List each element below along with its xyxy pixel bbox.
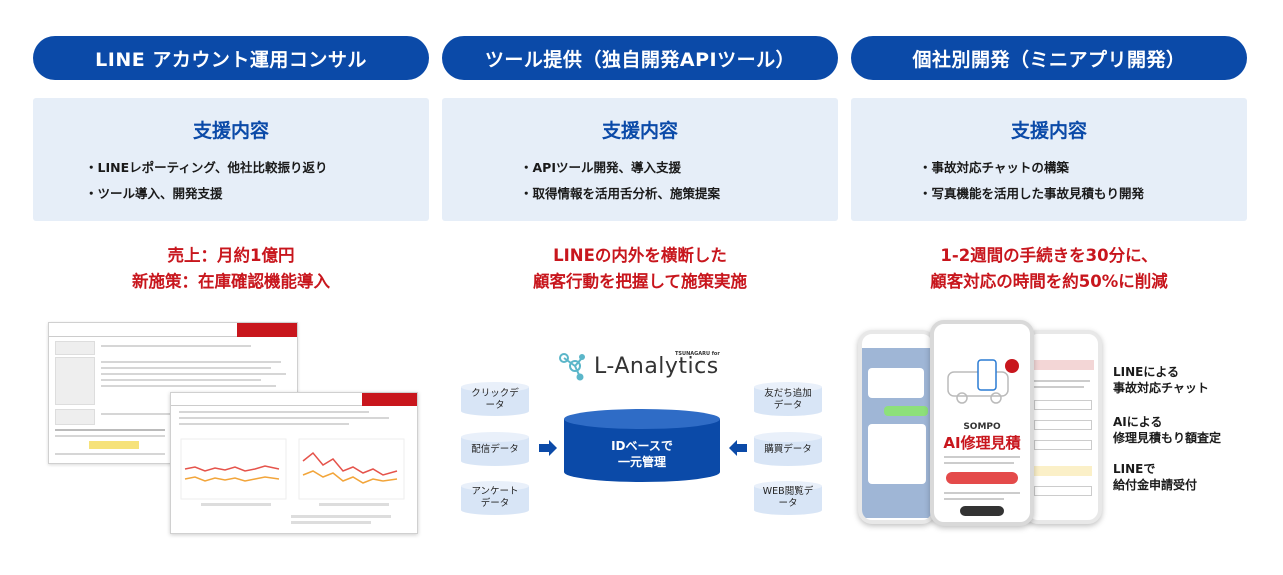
feature-item: LINEによる 事故対応チャット: [1113, 364, 1209, 396]
column-title: ツール提供（独自開発APIツール）: [442, 36, 838, 80]
result-line: 新施策：在庫確認機能導入: [132, 272, 330, 291]
support-panel: 支援内容 ・LINEレポーティング、他社比較振り返り ・ツール導入、開発支援: [33, 98, 429, 221]
arrow-left-icon: [729, 440, 747, 456]
molecule-icon: [559, 353, 585, 381]
data-source-cylinder: WEB閲覧デ ータ: [753, 480, 823, 516]
logo-subtext: TSUNAGARU for: [675, 351, 720, 357]
source-label: アンケート: [471, 486, 519, 497]
source-label: ータ: [485, 400, 505, 411]
source-label: クリックデ: [471, 388, 519, 399]
source-label: 友だち追加: [764, 388, 812, 399]
feature-line: 給付金申請受付: [1113, 478, 1198, 492]
phone-form-screen: [1024, 330, 1102, 524]
source-label: 配信データ: [471, 444, 519, 455]
id-base-cylinder: IDベースで 一元管理: [563, 408, 721, 484]
l-analytics-logo: L-Analytics: [558, 350, 719, 382]
source-label: ータ: [778, 498, 798, 509]
column-consulting: LINE アカウント運用コンサル 支援内容 ・LINEレポーティング、他社比較振…: [33, 36, 429, 295]
car-illustration-icon: [947, 359, 1019, 404]
feature-line: LINEで: [1113, 462, 1156, 476]
data-source-cylinder: 友だち追加 データ: [753, 381, 823, 417]
feature-line: LINEによる: [1113, 365, 1179, 379]
column-tool: ツール提供（独自開発APIツール） 支援内容 ・APIツール開発、導入支援 ・取…: [442, 36, 838, 295]
feature-item: AIによる 修理見積もり額査定: [1113, 414, 1221, 446]
support-item: ・取得情報を活用舌分析、施策提案: [520, 186, 721, 201]
support-panel: 支援内容 ・事故対応チャットの構築 ・写真機能を活用した事故見積もり開発: [851, 98, 1247, 221]
result-text: 売上：月約1億円 新施策：在庫確認機能導入: [33, 243, 429, 295]
arrow-right-icon: [539, 440, 557, 456]
result-text: 1-2週間の手続きを30分に、 顧客対応の時間を約50%に削減: [851, 243, 1247, 295]
secondary-button[interactable]: [960, 506, 1004, 516]
estimate-button[interactable]: [946, 472, 1018, 484]
support-item: ・ツール導入、開発支援: [85, 186, 223, 201]
feature-line: AIによる: [1113, 415, 1163, 429]
feature-line: 修理見積もり額査定: [1113, 431, 1222, 445]
source-label: データ: [480, 498, 510, 509]
center-label: 一元管理: [617, 455, 666, 469]
feature-line: 事故対応チャット: [1113, 381, 1209, 395]
support-heading: 支援内容: [1010, 120, 1087, 142]
support-item: ・LINEレポーティング、他社比較振り返り: [85, 160, 328, 175]
data-source-cylinder: 配信データ: [460, 431, 530, 467]
source-label: データ: [773, 400, 803, 411]
support-heading: 支援内容: [192, 120, 269, 142]
support-item: ・APIツール開発、導入支援: [520, 160, 681, 175]
support-panel: 支援内容 ・APIツール開発、導入支援 ・取得情報を活用舌分析、施策提案: [442, 98, 838, 221]
support-heading: 支援内容: [601, 120, 678, 142]
column-custom-dev: 個社別開発（ミニアプリ開発） 支援内容 ・事故対応チャットの構築 ・写真機能を活…: [851, 36, 1247, 295]
report-chart-screenshot: [170, 392, 418, 534]
source-label: 購買データ: [764, 444, 812, 455]
support-item: ・写真機能を活用した事故見積もり開発: [919, 186, 1145, 201]
feature-item: LINEで 給付金申請受付: [1113, 461, 1197, 493]
phone-ai-estimate-screen: SOMPO AI修理見積: [930, 320, 1034, 526]
result-line: 1-2週間の手続きを30分に、: [940, 246, 1158, 265]
mini-line-chart-icon: [180, 438, 405, 524]
column-title: 個社別開発（ミニアプリ開発）: [851, 36, 1247, 80]
support-item: ・事故対応チャットの構築: [919, 160, 1069, 175]
logo-text: L-Analytics: [594, 353, 719, 379]
result-line: 顧客行動を把握して施策実施: [532, 272, 747, 291]
result-line: 顧客対応の時間を約50%に削減: [930, 272, 1168, 291]
result-line: LINEの内外を横断した: [553, 246, 727, 265]
result-text: LINEの内外を横断した 顧客行動を把握して施策実施: [442, 243, 838, 295]
center-label: IDベースで: [611, 439, 673, 453]
column-title: LINE アカウント運用コンサル: [33, 36, 429, 80]
data-source-cylinder: クリックデ ータ: [460, 381, 530, 417]
brand-label: SOMPO: [963, 422, 1001, 432]
data-source-cylinder: アンケート データ: [460, 480, 530, 516]
phone-chat-screen: [858, 330, 936, 524]
result-line: 売上：月約1億円: [167, 246, 295, 265]
product-label: AI修理見積: [943, 434, 1021, 452]
data-source-cylinder: 購買データ: [753, 431, 823, 467]
source-label: WEB閲覧デ: [762, 486, 814, 497]
